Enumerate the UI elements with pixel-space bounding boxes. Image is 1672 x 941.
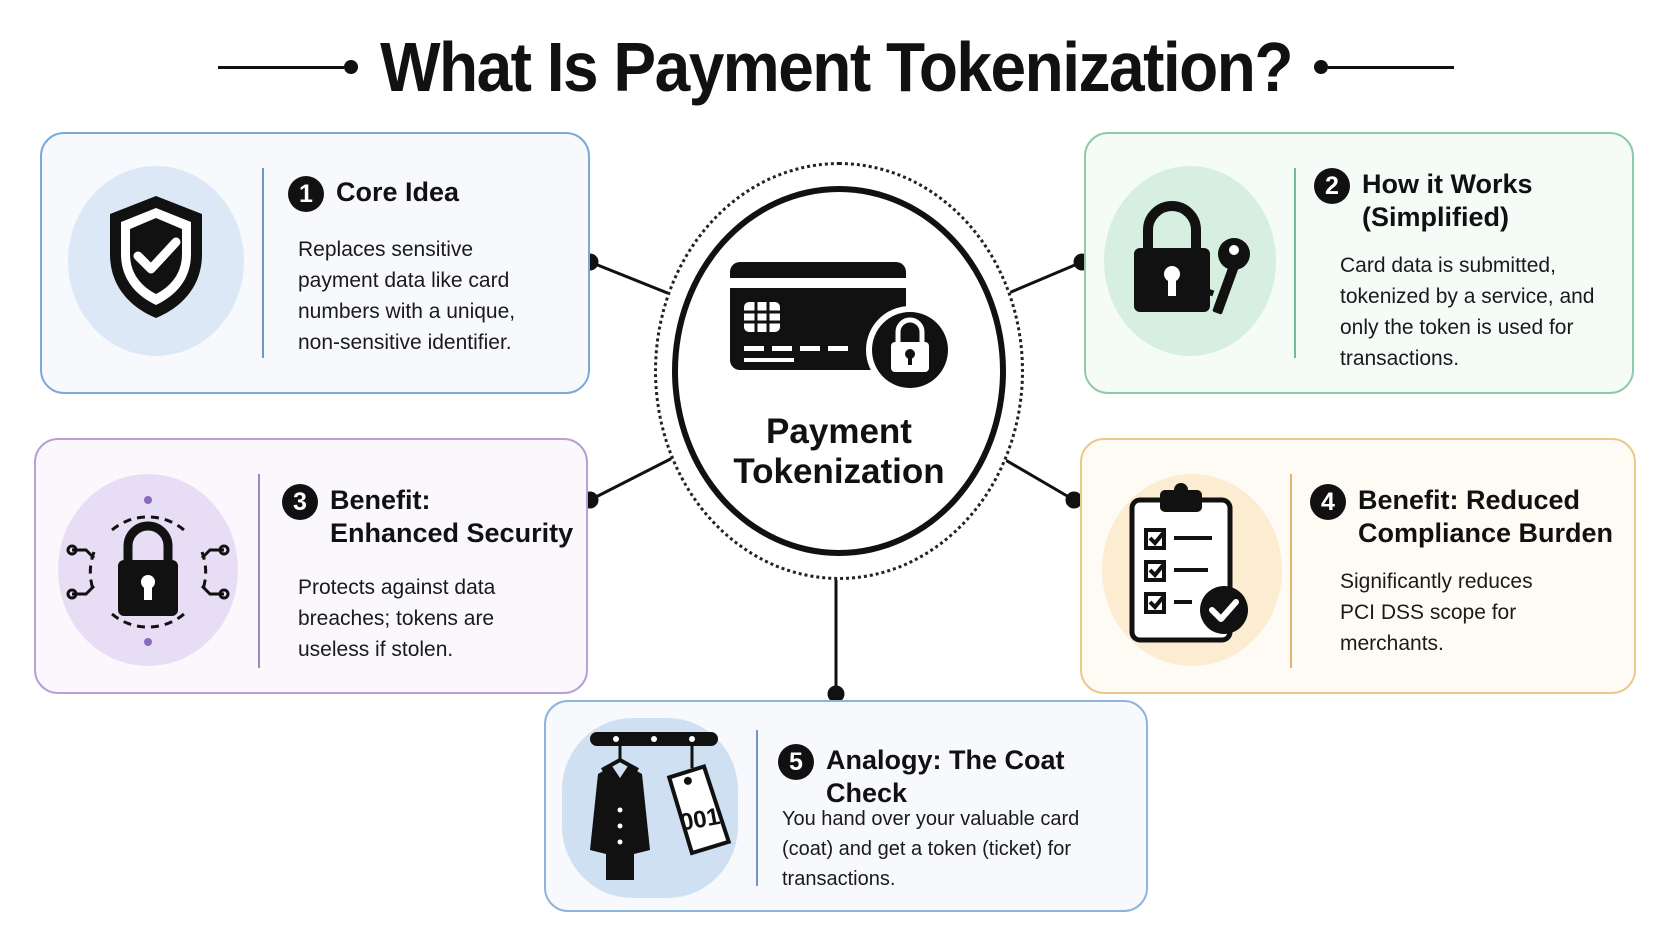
card-description: Protects against data breaches; tokens a…: [298, 576, 496, 661]
card-coat-check-analogy: 001 5 Analogy: The Coat Check You hand o…: [544, 700, 1148, 912]
title-row: What Is Payment Tokenization?: [0, 22, 1672, 112]
credit-card-lock-icon: [730, 262, 954, 394]
card-description: Card data is submitted, tokenized by a s…: [1340, 254, 1595, 370]
card-heading: 1 Core Idea: [288, 176, 459, 212]
coat-check-icon: 001: [590, 732, 732, 880]
step-number-badge: 2: [1314, 168, 1350, 204]
card-core-idea: 1 Core Idea Replaces sensitive payment d…: [40, 132, 590, 394]
card-description: You hand over your valuable card (coat) …: [782, 808, 1080, 890]
title-rule-left: [218, 60, 359, 74]
step-number-badge: 5: [778, 744, 814, 780]
circuit-padlock-icon: [66, 496, 230, 646]
connector-dot-analogy: [827, 685, 845, 703]
card-enhanced-security: 3 Benefit: Enhanced Security Protects ag…: [34, 438, 588, 694]
card-description: Significantly reduces PCI DSS scope for …: [1340, 570, 1533, 655]
card-title: Analogy: The Coat Check: [826, 745, 1065, 808]
connector-dot-compliance: [1065, 491, 1083, 509]
hub-label: Payment Tokenization: [733, 412, 945, 491]
step-number-badge: 4: [1310, 484, 1346, 520]
title-rule-right: [1313, 60, 1454, 74]
hub-solid-ring: [672, 186, 1006, 556]
card-divider: [756, 730, 758, 886]
padlock-key-icon: [1134, 201, 1250, 315]
card-heading: 4 Benefit: Reduced Compliance Burden: [1310, 484, 1613, 550]
step-number-badge: 1: [288, 176, 324, 212]
shield-check-icon: [110, 196, 202, 318]
card-heading: 5 Analogy: The Coat Check: [778, 744, 1146, 810]
central-hub: Payment Tokenization: [654, 162, 1024, 580]
card-title: Benefit: Enhanced Security: [330, 485, 574, 548]
card-divider: [262, 168, 264, 358]
card-compliance-burden: 4 Benefit: Reduced Compliance Burden Sig…: [1080, 438, 1636, 694]
card-title: Core Idea: [336, 177, 460, 207]
card-heading: 3 Benefit: Enhanced Security: [282, 484, 573, 550]
card-how-it-works: 2 How it Works (Simplified) Card data is…: [1084, 132, 1634, 394]
step-number-badge: 3: [282, 484, 318, 520]
card-heading: 2 How it Works (Simplified): [1314, 168, 1533, 234]
page-title: What Is Payment Tokenization?: [380, 28, 1293, 106]
card-divider: [258, 474, 260, 668]
card-divider: [1294, 168, 1296, 358]
card-title: Benefit: Reduced Compliance Burden: [1358, 485, 1614, 548]
card-title: How it Works (Simplified): [1362, 169, 1533, 232]
card-divider: [1290, 474, 1292, 668]
clipboard-checklist-icon: [1129, 483, 1248, 643]
card-description: Replaces sensitive payment data like car…: [298, 238, 516, 354]
